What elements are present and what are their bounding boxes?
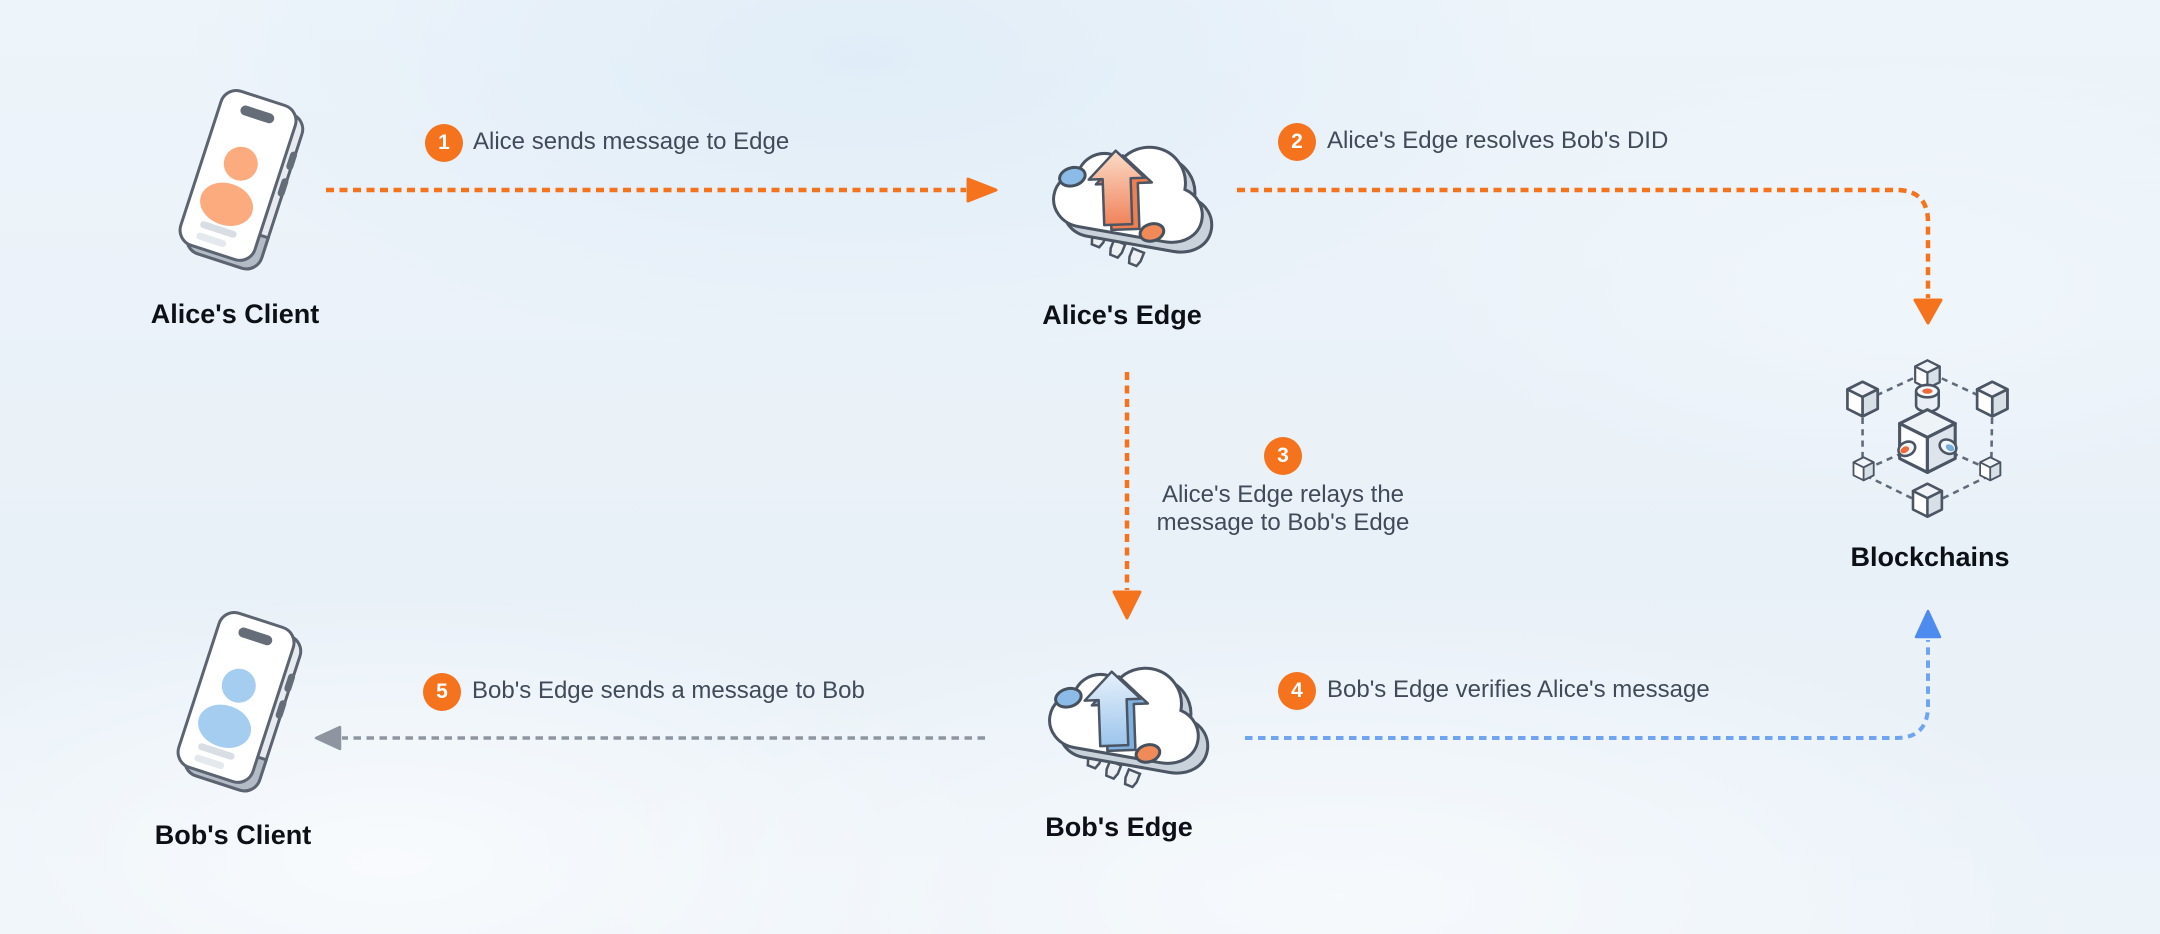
step-4-badge: 4 bbox=[1278, 672, 1316, 710]
step-2-badge: 2 bbox=[1278, 123, 1316, 161]
step-1-label: Alice sends message to Edge bbox=[473, 128, 790, 155]
step-5-label: Bob's Edge sends a message to Bob bbox=[472, 677, 865, 704]
node-label-bob-client: Bob's Client bbox=[154, 820, 312, 850]
step-3-label-line-1: Alice's Edge relays the bbox=[1161, 481, 1405, 508]
arrow-step-5 bbox=[314, 725, 985, 751]
step-2-label: Alice's Edge resolves Bob's DID bbox=[1327, 127, 1669, 154]
arrow-step-4 bbox=[1245, 609, 1942, 740]
node-label-bob-edge: Bob's Edge bbox=[1045, 812, 1193, 842]
node-label-alice-edge: Alice's Edge bbox=[1042, 300, 1202, 330]
step-5-badge: 5 bbox=[423, 673, 461, 711]
step-1-badge: 1 bbox=[425, 124, 463, 162]
cloud-server-icon bbox=[1048, 666, 1210, 789]
node-label-alice-client: Alice's Client bbox=[150, 299, 320, 329]
smartphone-icon bbox=[176, 611, 303, 793]
step-3-label: Alice's Edge relays the message to Bob's… bbox=[1157, 481, 1410, 537]
smartphone-icon bbox=[178, 89, 305, 271]
blockchain-cubes-icon bbox=[1846, 359, 2009, 518]
node-label-blockchains: Blockchains bbox=[1850, 542, 2010, 572]
arrow-step-1 bbox=[326, 177, 998, 203]
step-4-label: Bob's Edge verifies Alice's message bbox=[1327, 676, 1710, 703]
step-3-badge: 3 bbox=[1264, 437, 1302, 475]
arrow-step-3 bbox=[1112, 372, 1142, 620]
step-3-label-line-2: message to Bob's Edge bbox=[1156, 509, 1410, 536]
central-node-cube bbox=[1897, 383, 1958, 474]
arrow-step-2 bbox=[1237, 187, 1943, 325]
cloud-server-icon bbox=[1052, 145, 1214, 268]
